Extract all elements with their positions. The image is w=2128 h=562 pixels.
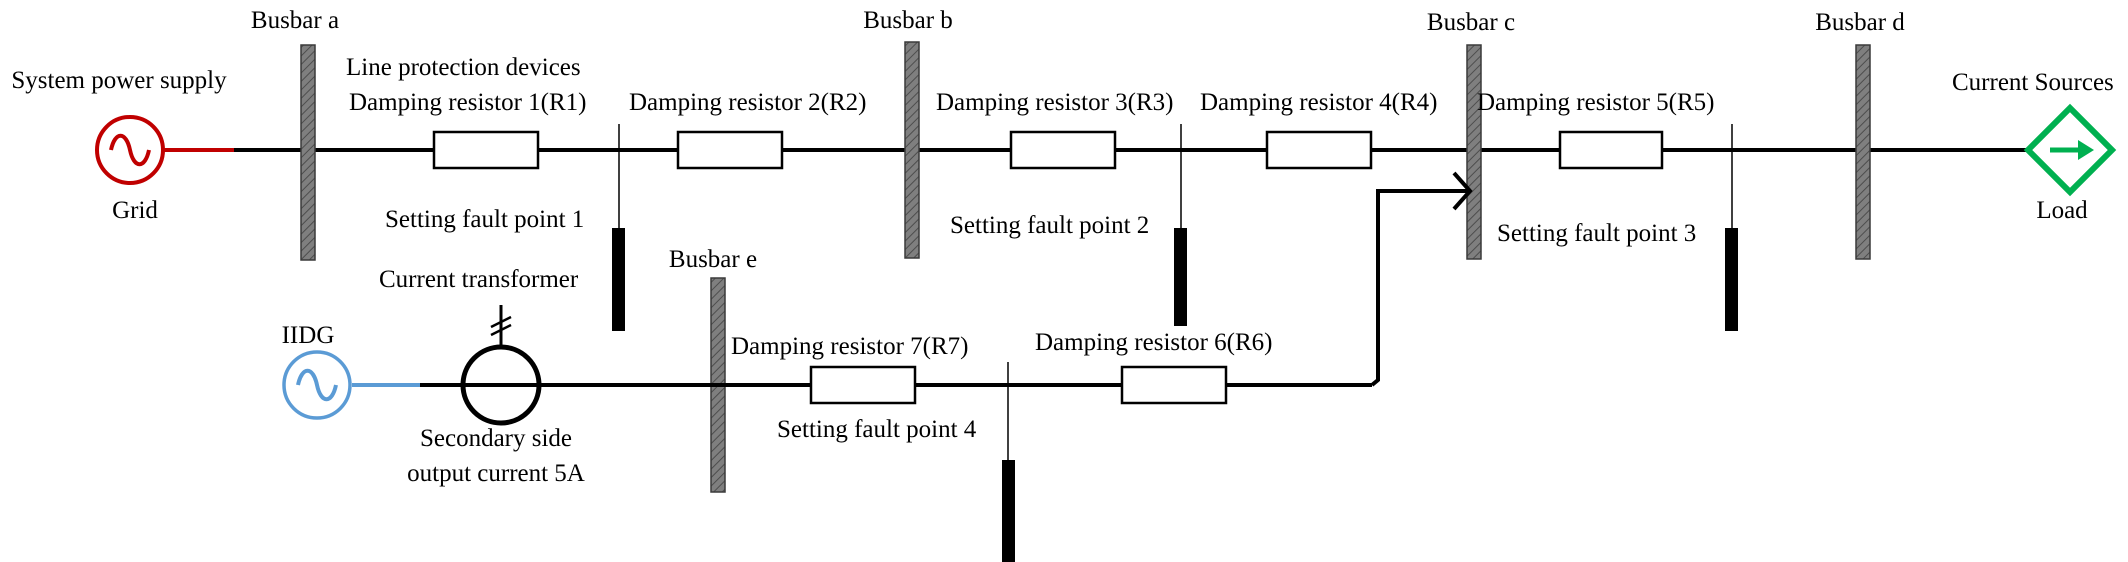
damping-resistor-2 <box>676 130 784 170</box>
busbar-b <box>904 41 920 259</box>
setting-fault-point-1-label: Setting fault point 1 <box>385 206 584 233</box>
fault-point-1 <box>612 228 625 331</box>
busbar-a-label: Busbar a <box>251 7 339 34</box>
busbar-d-label: Busbar d <box>1815 9 1905 36</box>
damping-resistor-6 <box>1120 365 1228 405</box>
secondary-side-label: Secondary side <box>420 425 572 452</box>
damping-resistor-7-label: Damping resistor 7(R7) <box>731 333 968 360</box>
setting-fault-point-3-label: Setting fault point 3 <box>1497 220 1696 247</box>
busbar-d <box>1855 44 1871 260</box>
current-transformer-label: Current transformer <box>379 266 579 293</box>
damping-resistor-3 <box>1009 130 1117 170</box>
output-current-label: output current 5A <box>407 460 585 487</box>
fault-point-4 <box>1002 460 1015 562</box>
damping-resistor-1-label: Damping resistor 1(R1) <box>349 89 586 116</box>
setting-fault-point-2-label: Setting fault point 2 <box>950 212 1149 239</box>
damping-resistor-4 <box>1265 130 1373 170</box>
connection-arrow-icon <box>1452 171 1473 211</box>
current-source-diamond-icon <box>2023 103 2117 197</box>
grid-source-icon <box>95 115 165 185</box>
damping-resistor-2-label: Damping resistor 2(R2) <box>629 89 866 116</box>
busbar-b-label: Busbar b <box>863 7 953 34</box>
damping-resistor-5 <box>1558 130 1664 170</box>
busbar-e-label: Busbar e <box>669 246 757 273</box>
damping-resistor-5-label: Damping resistor 5(R5) <box>1477 89 1714 116</box>
damping-resistor-4-label: Damping resistor 4(R4) <box>1200 89 1437 116</box>
grid-label: Grid <box>112 197 158 224</box>
current-sources-label: Current Sources <box>1952 69 2114 96</box>
damping-resistor-1 <box>432 130 540 170</box>
system-power-supply-label: System power supply <box>11 67 227 94</box>
iidg-label: IIDG <box>282 322 335 349</box>
line-protection-devices-label: Line protection devices <box>346 54 581 81</box>
damping-resistor-7 <box>809 365 917 405</box>
busbar-c-label: Busbar c <box>1427 9 1515 36</box>
busbar-c <box>1466 44 1482 260</box>
fault-point-2 <box>1174 228 1187 326</box>
busbar-a <box>300 44 316 261</box>
iidg-source-icon <box>282 350 352 420</box>
damping-resistor-3-label: Damping resistor 3(R3) <box>936 89 1173 116</box>
setting-fault-point-4-label: Setting fault point 4 <box>777 416 977 443</box>
lower-line-riser <box>1370 189 1470 387</box>
load-label: Load <box>2036 197 2088 224</box>
current-transformer-icon <box>460 305 542 426</box>
damping-resistor-6-label: Damping resistor 6(R6) <box>1035 329 1272 356</box>
fault-point-3 <box>1725 228 1738 331</box>
